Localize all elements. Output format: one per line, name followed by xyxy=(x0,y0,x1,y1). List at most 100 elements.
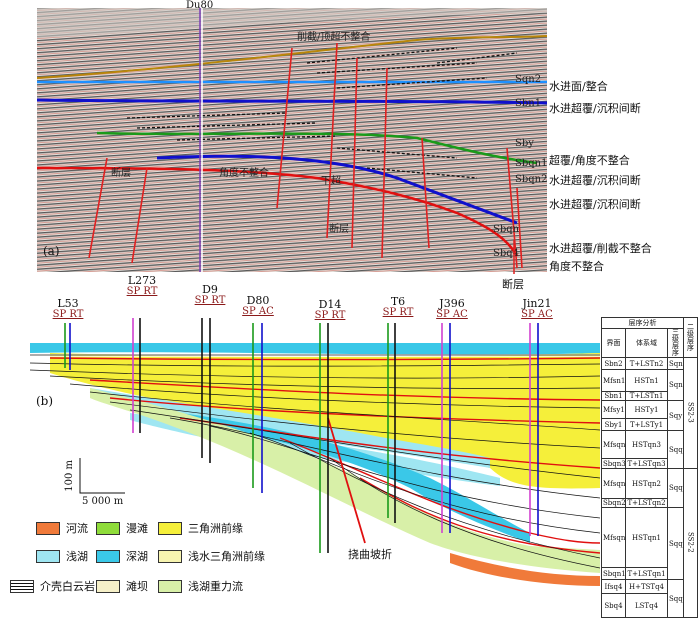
panel-b-tag: (b) xyxy=(36,394,54,408)
scale-horizontal: 5 000 m xyxy=(82,496,124,507)
table-cell: Sqqn1 xyxy=(666,507,685,580)
legend-label: 浅湖 xyxy=(66,550,88,563)
legend-label: 河流 xyxy=(66,522,88,535)
right-annot-3: 超覆/角度不整合 xyxy=(549,154,630,167)
legend-delta-front: 三角洲前缘 xyxy=(158,520,243,536)
horizon-label-sby: Sby xyxy=(515,138,534,149)
table-cell: Sby1 xyxy=(601,418,626,431)
well-name: L53 xyxy=(57,297,79,310)
well-logs: SP AC xyxy=(436,309,468,320)
tier2-cell-ss2-3: SS2-3 xyxy=(683,357,699,469)
legend-swatch xyxy=(96,549,120,563)
legend-shallow-delta-front: 浅水三角洲前缘 xyxy=(158,548,265,564)
well-name: L273 xyxy=(127,274,157,287)
table-cell: Ifsq4 xyxy=(601,579,626,594)
well-name: J396 xyxy=(439,297,465,310)
legend-label: 深湖 xyxy=(126,550,148,563)
top-unconformity-label: 削截/顶超不整合 xyxy=(297,32,371,43)
legend-swatch xyxy=(158,549,182,563)
table-cell: HSTqn1 xyxy=(625,507,668,568)
legend-gravity-flow: 浅湖重力流 xyxy=(158,578,243,594)
sequence-table: 层序分析 二级层序 界面 体系域 三级层序 Sbn2 T+LSTn2 Sqn2 … xyxy=(600,317,699,618)
table-cell: Sbqn3 xyxy=(601,458,626,469)
well-name: Jin21 xyxy=(522,297,552,310)
table-cell: Mfsy1 xyxy=(601,400,626,419)
table-cell: HSTy1 xyxy=(625,400,668,419)
fault-label-center: 断层 xyxy=(329,224,349,235)
horizon-label-sqn2: Sqn2 xyxy=(515,74,542,85)
legend-beach-bar: 滩坝 xyxy=(96,578,148,594)
table-cell: HSTn1 xyxy=(625,369,668,392)
table-cell: Sbqn2 xyxy=(601,498,626,508)
well-logs: SP RT xyxy=(194,295,226,306)
table-cell: Mfsqn xyxy=(601,468,626,499)
table-cell: HSTqn3 xyxy=(625,430,668,459)
well-head-t6: T6 SP RT xyxy=(378,296,418,318)
table-cell: Mfsqn xyxy=(601,430,626,459)
downlap-label: 下超 xyxy=(321,176,341,187)
table-cell: Sbqn1 xyxy=(601,567,626,580)
well-name: D80 xyxy=(246,294,270,307)
horizon-label-sbqn: Sbqn xyxy=(493,224,520,235)
well-name: D14 xyxy=(318,298,342,311)
table-cell: T+LSTqn2 xyxy=(625,498,668,508)
seismic-panel: (a) 削截/顶超不整合 Sqn2 Sbn1 Sby Sbqn1 Sbqn2 S… xyxy=(36,8,548,272)
well-label-du80: Du80 xyxy=(186,0,214,11)
legend-deep-lake: 深湖 xyxy=(96,548,148,564)
table-cell: Sqn1 xyxy=(666,369,685,401)
well-logs: SP RT xyxy=(314,310,346,321)
panel-a-tag: (a) xyxy=(43,244,60,258)
legend-label: 浅湖重力流 xyxy=(188,580,243,593)
well-name: D9 xyxy=(202,283,218,296)
well-head-j396: J396 SP AC xyxy=(432,298,472,320)
well-name: T6 xyxy=(390,295,406,308)
legend-label: 浅水三角洲前缘 xyxy=(188,550,265,563)
legend-shallow-lake: 浅湖 xyxy=(36,548,88,564)
correlation-section xyxy=(30,343,600,586)
table-cell: Sqn2 xyxy=(666,357,685,370)
horizon-label-sbqn1: Sbqn1 xyxy=(515,158,548,169)
table-cell: T+LSTn1 xyxy=(625,391,668,401)
angular-unconformity-label: 角度不整合 xyxy=(219,168,269,179)
well-head-d80: D80 SP AC xyxy=(238,295,278,317)
legend-swatch xyxy=(158,579,182,593)
legend-label: 介壳白云岩 xyxy=(40,580,95,593)
legend-label: 三角洲前缘 xyxy=(188,522,243,535)
col-boundary: 界面 xyxy=(601,328,626,358)
legend-label: 滩坝 xyxy=(126,580,148,593)
table-cell: T+LSTqn3 xyxy=(625,458,668,469)
col-tier3: 三级层序 xyxy=(666,328,685,358)
horizon-label-sbqn2: Sbqn2 xyxy=(515,174,548,185)
well-head-jin21: Jin21 SP AC xyxy=(516,298,558,320)
legend-river: 河流 xyxy=(36,520,88,536)
well-logs: SP RT xyxy=(382,307,414,318)
well-logs: SP RT xyxy=(126,286,158,297)
legend-swatch xyxy=(96,579,120,593)
well-logs: SP AC xyxy=(242,306,274,317)
table-cell: Sbn1 xyxy=(601,391,626,401)
legend-label: 漫滩 xyxy=(126,522,148,535)
right-annot-6: 水进超覆/削截不整合 xyxy=(549,242,652,255)
legend-swatch xyxy=(96,521,120,535)
flexure-label: 挠曲坡折 xyxy=(348,548,392,561)
table-cell: LSTq4 xyxy=(625,593,668,618)
legend-shell-dolomite: 介壳白云岩 xyxy=(10,578,95,594)
right-annot-4: 水进超覆/沉积间断 xyxy=(549,174,641,187)
right-annot-7: 角度不整合 xyxy=(549,260,604,273)
table-header: 层序分析 xyxy=(600,317,685,329)
legend-swatch xyxy=(10,579,34,593)
well-head-l53: L53 SP RT xyxy=(48,298,88,320)
legend-swatch xyxy=(36,549,60,563)
table-cell: T+LSTy1 xyxy=(625,418,668,431)
tier2-cell-ss2-2: SS2-2 xyxy=(683,468,699,618)
well-head-d14: D14 SP RT xyxy=(310,299,350,321)
legend-floodplain: 漫滩 xyxy=(96,520,148,536)
horizon-label-sbq4: Sbq4 xyxy=(493,248,520,259)
well-head-d9: D9 SP RT xyxy=(190,284,230,306)
table-cell: Sqqn2 xyxy=(666,468,685,508)
table-cell: Sqqn3 xyxy=(666,430,685,469)
well-log-traces xyxy=(64,318,539,553)
tier2-header: 二级层序 xyxy=(683,317,699,358)
table-cell: Sbq4 xyxy=(601,593,626,618)
well-head-l273: L273 SP RT xyxy=(120,275,164,297)
